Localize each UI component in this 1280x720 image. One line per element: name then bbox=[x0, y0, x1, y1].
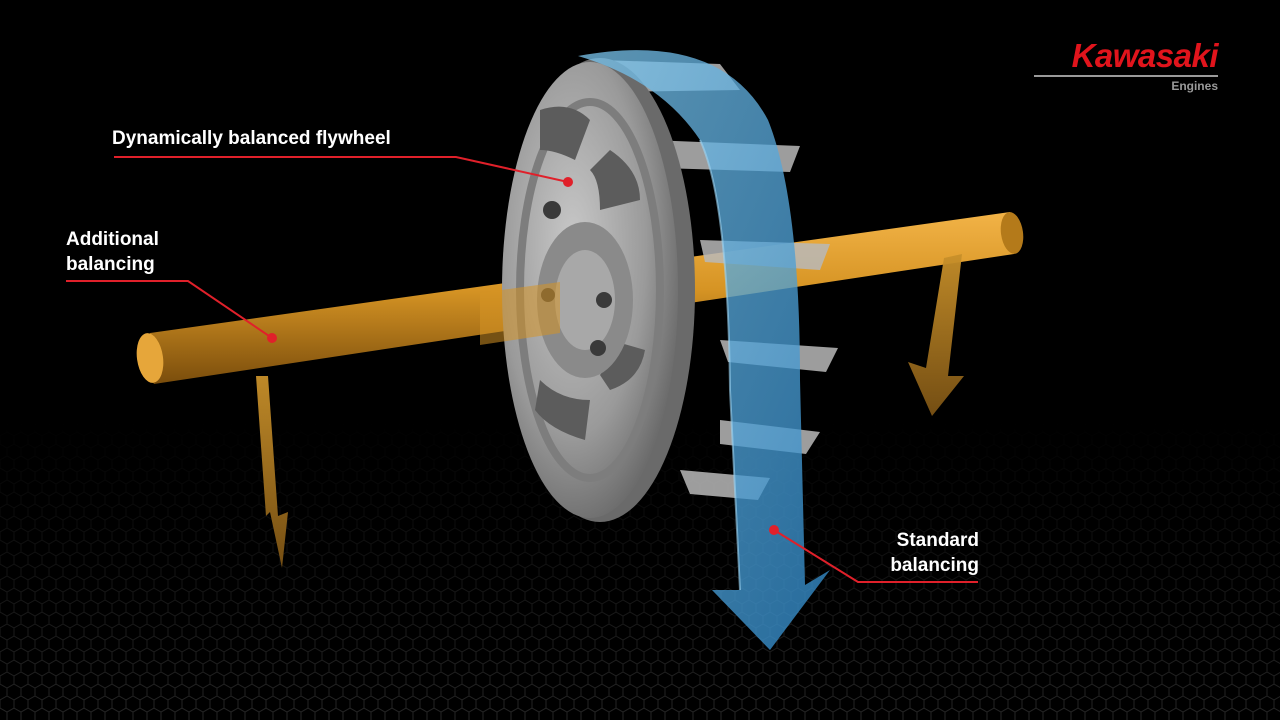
leader-line-flywheel bbox=[114, 157, 573, 187]
kawasaki-logo: Kawasaki Engines bbox=[1034, 38, 1218, 93]
additional-label-line-1: Additional bbox=[66, 227, 159, 252]
logo-subtitle: Engines bbox=[1034, 79, 1218, 93]
flywheel-label-text: Dynamically balanced flywheel bbox=[112, 126, 391, 151]
logo-rule bbox=[1034, 75, 1218, 77]
logo-brand: Kawasaki bbox=[1034, 38, 1218, 74]
additional-balancing-label: Additional balancing bbox=[66, 227, 159, 277]
additional-balancing-arrow-right bbox=[908, 254, 964, 416]
flywheel-label: Dynamically balanced flywheel bbox=[112, 126, 391, 151]
standard-label-line-2: balancing bbox=[850, 553, 979, 578]
additional-label-line-2: balancing bbox=[66, 252, 159, 277]
standard-label-line-1: Standard bbox=[850, 528, 979, 553]
standard-balancing-label: Standard balancing bbox=[850, 528, 979, 578]
